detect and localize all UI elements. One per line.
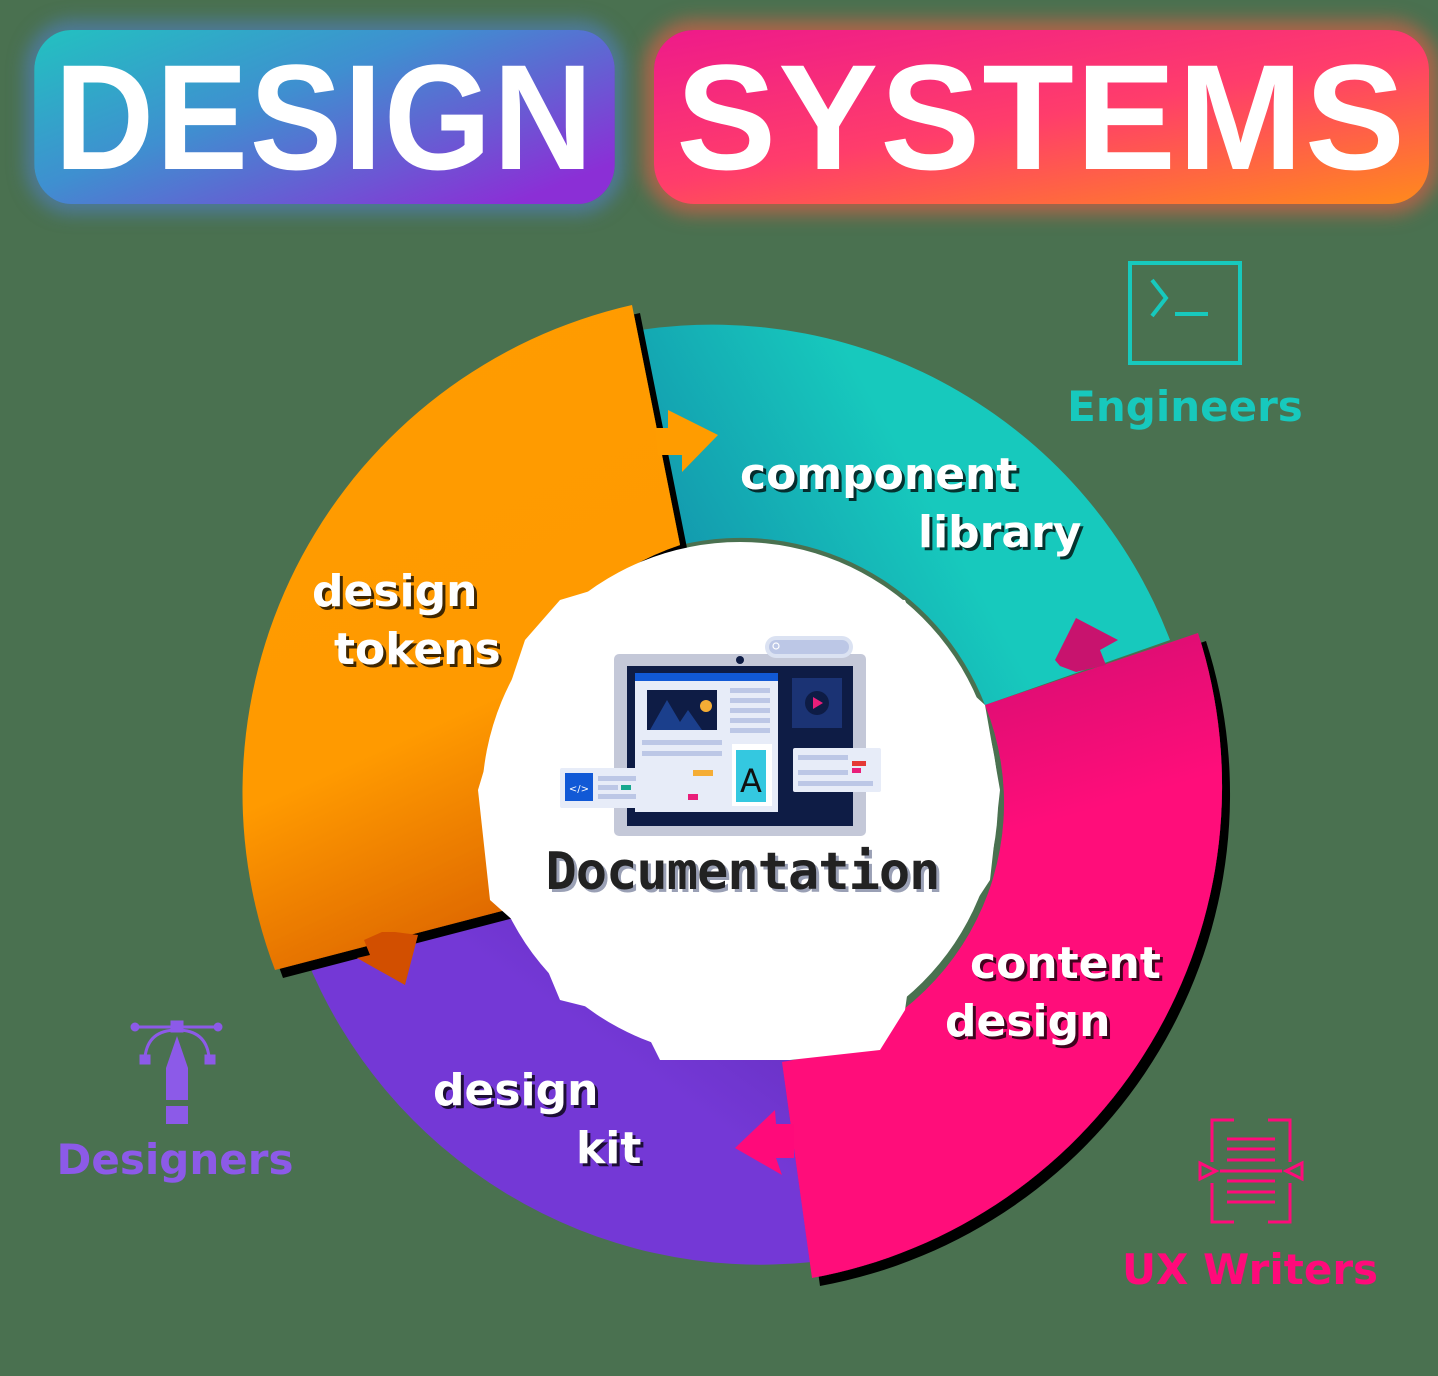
segment-label-line1: design	[312, 566, 478, 617]
segment-design-kit	[305, 905, 812, 1265]
pen-tool-icon	[130, 1020, 223, 1124]
documentation-illustration-icon: A </>	[560, 636, 881, 836]
segment-label-design-tokens: design tokens	[312, 563, 501, 679]
segment-label-content-design: content design	[945, 935, 1161, 1051]
segment-component-library	[640, 324, 1170, 705]
arrow-to-component-library	[655, 410, 718, 472]
segment-design-tokens	[242, 305, 680, 970]
segment-label-line2: tokens	[334, 624, 501, 675]
title-word-design: DESIGN	[34, 30, 615, 204]
center-label-documentation: Documentation	[545, 842, 941, 902]
segment-label-line2: design	[945, 996, 1111, 1047]
segment-label-component-library: component library	[740, 446, 1081, 562]
svg-text:A: A	[740, 762, 762, 800]
svg-text:</>: </>	[569, 784, 589, 795]
text-align-icon	[1198, 1118, 1304, 1224]
arrow-to-design-kit-from-content	[735, 1110, 794, 1175]
segment-label-line1: content	[970, 938, 1161, 989]
role-label-engineers: Engineers	[1067, 382, 1303, 431]
role-label-designers: Designers	[56, 1135, 294, 1184]
terminal-icon	[1128, 261, 1242, 365]
segment-label-line2: library	[918, 507, 1082, 558]
segment-label-line1: component	[740, 449, 1018, 500]
segment-label-design-kit: design kit	[433, 1062, 641, 1178]
arrow-to-component-library-from-content	[1055, 618, 1118, 672]
segment-content-design	[782, 633, 1223, 1278]
title-word-systems: SYSTEMS	[654, 30, 1429, 204]
role-ux-writers: UX Writers	[1105, 1245, 1395, 1294]
role-designers: Designers	[35, 1135, 315, 1184]
segment-label-line1: design	[433, 1065, 599, 1116]
arrow-to-design-kit	[357, 932, 418, 985]
segment-label-line2: kit	[576, 1123, 642, 1174]
role-label-ux-writers: UX Writers	[1121, 1245, 1379, 1294]
role-engineers: Engineers	[1045, 382, 1325, 431]
